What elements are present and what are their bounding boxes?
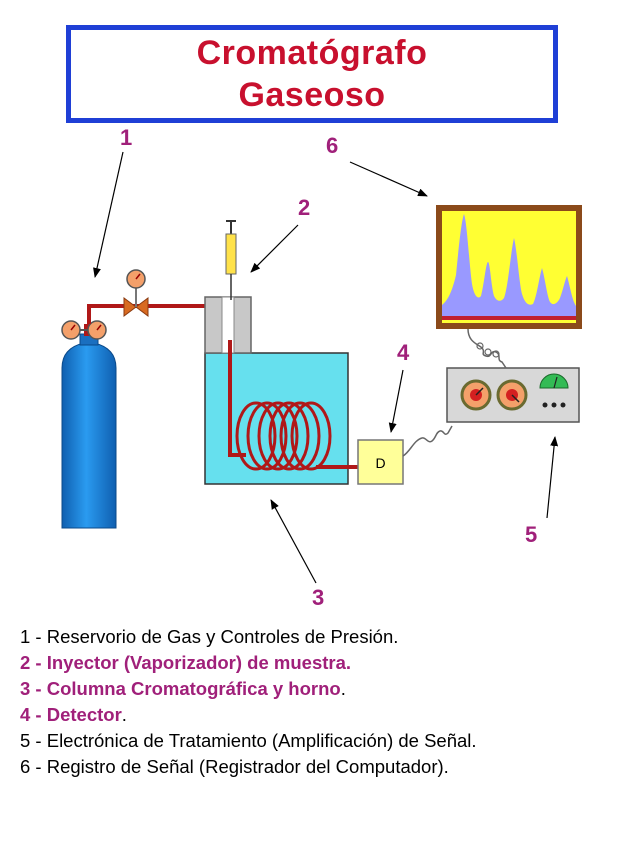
legend-text: 4 - Detector: [20, 704, 122, 725]
legend-text: 5 - Electrónica de Tratamiento (Amplific…: [20, 730, 477, 751]
pressure-gauge-icon: [61, 320, 81, 340]
arrow-4: [388, 369, 404, 433]
chromatogram-signal: [442, 214, 576, 320]
arrow-5: [546, 436, 559, 519]
callout-1: 1: [120, 125, 132, 150]
pressure-regulator: [61, 320, 107, 340]
flow-valve: [123, 269, 149, 317]
signal-amplifier: [446, 367, 580, 423]
legend-item-5: 5 - Electrónica de Tratamiento (Amplific…: [20, 728, 630, 754]
legend-item-2: 2 - Inyector (Vaporizador) de muestra.: [20, 650, 630, 676]
callout-2: 2: [298, 195, 310, 220]
legend-item-1: 1 - Reservorio de Gas y Controles de Pre…: [20, 624, 630, 650]
pressure-gauge-icon: [87, 320, 107, 340]
knob-icon: [460, 379, 492, 411]
detector-box: D: [357, 439, 404, 485]
title-line-1: Cromatógrafo: [196, 34, 428, 72]
legend-suffix: .: [340, 678, 346, 699]
title-box: Cromatógrafo Gaseoso: [66, 25, 558, 123]
detector-label: D: [375, 455, 385, 471]
signal-cable: [402, 425, 453, 457]
legend-suffix: .: [121, 704, 127, 725]
callout-5: 5: [525, 522, 537, 547]
legend-text: 6 - Registro de Señal (Registrador del C…: [20, 756, 449, 777]
meter-icon: [539, 373, 569, 389]
flow-gauge-icon: [126, 269, 146, 289]
legend-item-3: 3 - Columna Cromatográfica y horno.: [20, 676, 630, 702]
arrow-1: [93, 151, 124, 278]
callout-6: 6: [326, 133, 338, 158]
gas-cylinder: [61, 333, 117, 529]
recorder-cable: [467, 328, 507, 369]
legend: 1 - Reservorio de Gas y Controles de Pre…: [20, 624, 630, 780]
legend-text: 2 - Inyector (Vaporizador) de muestra.: [20, 652, 352, 673]
title-line-2: Gaseoso: [238, 76, 386, 114]
legend-item-4: 4 - Detector.: [20, 702, 630, 728]
callout-arrows: [93, 151, 559, 584]
callout-3: 3: [312, 585, 324, 610]
legend-item-6: 6 - Registro de Señal (Registrador del C…: [20, 754, 630, 780]
carrier-gas-line: [87, 300, 221, 324]
signal-recorder: [436, 205, 582, 329]
syringe-icon: [225, 220, 237, 300]
knob-icon: [496, 379, 528, 411]
chromatographic-column: [228, 340, 360, 471]
legend-text: 1 - Reservorio de Gas y Controles de Pre…: [20, 626, 399, 647]
indicator-lights: [542, 402, 566, 408]
injector-block: [204, 296, 252, 354]
legend-text: 3 - Columna Cromatográfica y horno: [20, 678, 341, 699]
arrow-3: [270, 499, 317, 584]
arrow-6: [349, 161, 428, 197]
arrow-2: [250, 224, 299, 273]
callout-4: 4: [397, 340, 410, 365]
